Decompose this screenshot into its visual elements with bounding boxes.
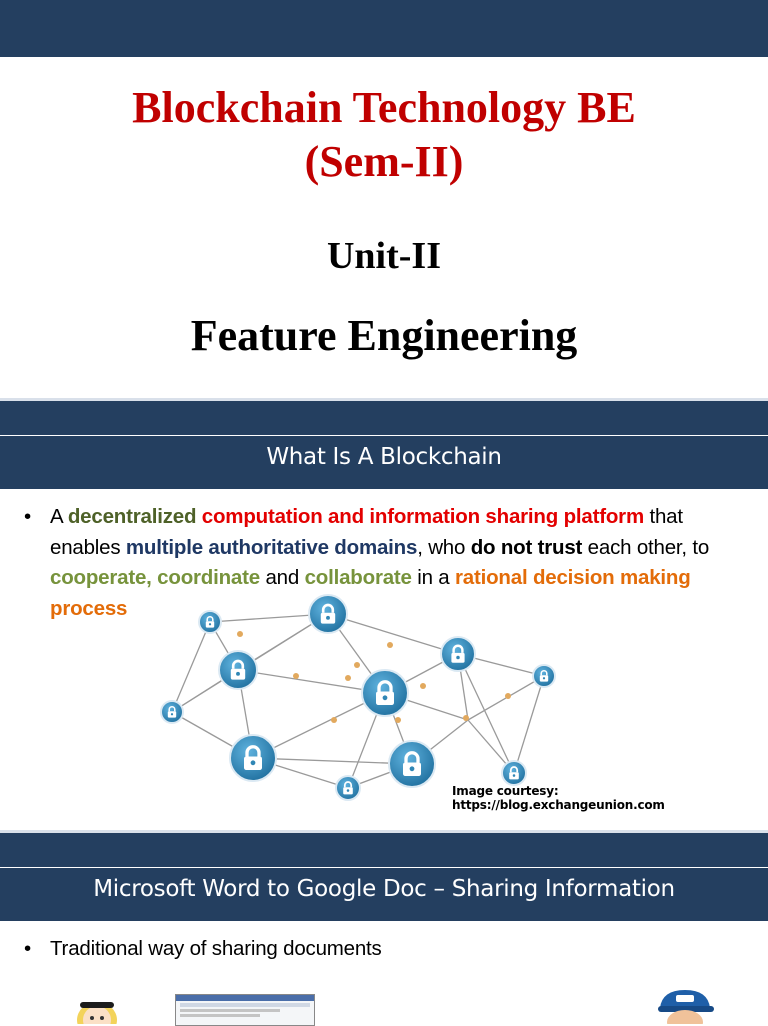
slide1-unit: Unit-II <box>326 235 442 277</box>
network-links <box>171 613 545 789</box>
text-run: that enables <box>50 505 683 559</box>
term-domains: multiple authoritative domains <box>125 535 418 559</box>
man-avatar-icon <box>658 990 714 1024</box>
padlock-node-icon <box>198 610 222 634</box>
padlock-node-icon <box>388 740 436 788</box>
text-run: and <box>259 566 305 589</box>
padlock-node-icon <box>501 760 527 786</box>
padlock-node-icon <box>229 734 277 782</box>
slide3-bullet: • Traditional way of sharing documents <box>24 934 754 965</box>
text-run: A <box>50 505 68 528</box>
slide-separator <box>0 830 768 833</box>
image-courtesy: Image courtesy: https://blog.exchangeuni… <box>452 784 665 812</box>
bullet-mark: • <box>24 505 31 528</box>
term-decentralized: decentralized <box>67 505 197 528</box>
text-run: , who <box>417 535 471 559</box>
padlock-node-icon <box>218 650 258 690</box>
padlock-node-icon <box>160 700 184 724</box>
slide3-top-bar <box>0 833 768 867</box>
term-do-not-trust: do not trust <box>470 535 583 559</box>
text-run: in a <box>411 566 455 589</box>
slide2-header: What Is A Blockchain <box>266 444 502 470</box>
link-junctions <box>237 631 511 723</box>
padlock-node-icon <box>440 636 476 672</box>
slide-separator <box>0 398 768 401</box>
term-rational: rational decision making process <box>50 566 691 620</box>
slide2-header-bar <box>0 436 768 489</box>
girl-avatar-icon <box>77 1002 117 1024</box>
term-platform: computation and information sharing plat… <box>201 505 644 528</box>
slide2-top-bar <box>0 401 768 435</box>
padlock-node-icon <box>335 775 361 801</box>
slide2-bullet: • A decentralized computation and inform… <box>24 502 754 624</box>
slide2-bullet-text: A decentralized computation and informat… <box>50 502 754 624</box>
blockchain-network-diagram <box>160 594 556 801</box>
padlock-node-icon <box>308 594 348 634</box>
padlock-nodes <box>160 594 556 801</box>
padlock-node-icon <box>532 664 556 688</box>
bullet-mark: • <box>24 937 31 960</box>
slide1-title-line2: (Sem-II) <box>304 137 464 186</box>
slide1-topic: Feature Engineering <box>190 311 578 360</box>
term-cooperate: cooperate, coordinate <box>50 566 260 589</box>
slide3-header-bar <box>0 868 768 921</box>
term-collaborate: collaborate <box>304 566 412 589</box>
document-screenshot <box>175 994 315 1026</box>
slide3-bullet-text: Traditional way of sharing documents <box>50 937 382 960</box>
slide1-title-line1: Blockchain Technology BE <box>132 83 636 132</box>
padlock-node-icon <box>361 669 409 717</box>
text-run: each other, to <box>582 535 710 559</box>
slide3-header: Microsoft Word to Google Doc – Sharing I… <box>93 876 675 902</box>
slide1-top-bar <box>0 0 768 57</box>
